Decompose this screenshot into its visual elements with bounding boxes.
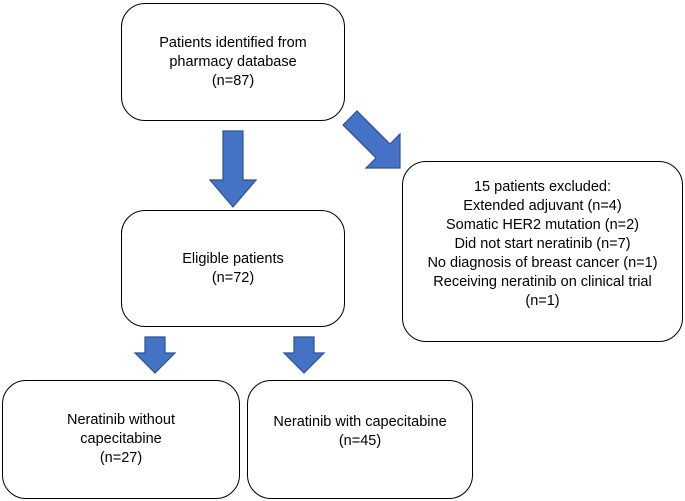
- identified-line-1: Patients identified from: [159, 34, 307, 51]
- without-capecitabine-box: Neratinib without capecitabine (n=27): [2, 380, 240, 499]
- arrow-down-to-without-capecitabine: [133, 336, 177, 374]
- excluded-line-2: Extended adjuvant (n=4): [463, 198, 622, 214]
- excluded-line-7: (n=1): [525, 293, 560, 309]
- arrow-down-to-with-capecitabine: [282, 336, 326, 374]
- eligible-line-1: Eligible patients: [182, 250, 284, 267]
- without-line-1: Neratinib without: [67, 412, 175, 428]
- excluded-patients-box: 15 patients excluded: Extended adjuvant …: [402, 161, 683, 342]
- with-capecitabine-box: Neratinib with capecitabine (n=45): [247, 380, 473, 499]
- excluded-line-1: 15 patients excluded:: [473, 179, 612, 195]
- without-line-2: capecitabine: [80, 431, 162, 447]
- eligible-line-2: (n=72): [211, 269, 255, 286]
- excluded-line-6: Receiving neratinib on clinical trial: [433, 274, 652, 290]
- eligible-patients-box: Eligible patients (n=72): [121, 210, 345, 327]
- identified-patients-box: Patients identified from pharmacy databa…: [121, 3, 345, 121]
- with-line-1: Neratinib with capecitabine: [273, 413, 447, 430]
- excluded-line-4: Did not start neratinib (n=7): [454, 236, 631, 252]
- identified-line-2: pharmacy database: [169, 53, 297, 70]
- arrow-diagonal-to-excluded: [342, 110, 401, 169]
- with-line-2: (n=45): [338, 432, 382, 449]
- excluded-line-5: No diagnosis of breast cancer (n=1): [427, 255, 658, 271]
- excluded-line-3: Somatic HER2 mutation (n=2): [445, 217, 639, 233]
- arrow-down-identified-to-eligible: [208, 130, 258, 208]
- identified-line-3: (n=87): [211, 72, 255, 89]
- without-line-3: (n=27): [99, 450, 143, 466]
